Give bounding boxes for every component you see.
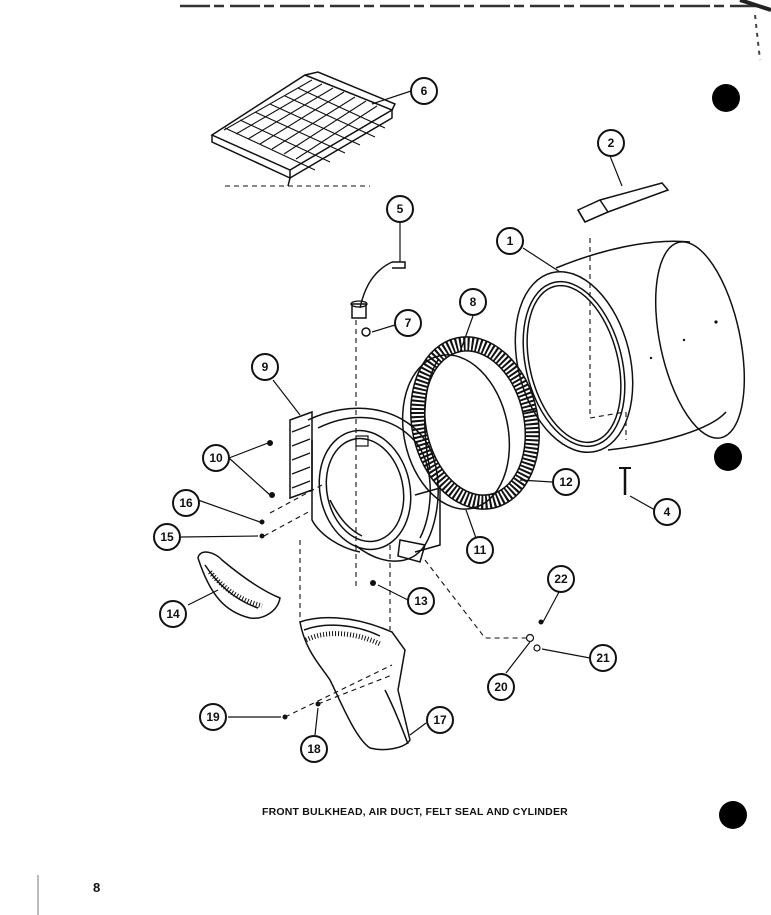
callout-6: 5 xyxy=(386,195,414,223)
callout-7: 7 xyxy=(394,309,422,337)
callout-label-20: 20 xyxy=(494,680,508,694)
callout-label-11: 11 xyxy=(474,543,487,557)
callout-1: 1 xyxy=(496,227,524,255)
part-screw-4 xyxy=(619,467,631,495)
part-seal-ring xyxy=(401,354,511,510)
callout-label-17: 17 xyxy=(433,713,447,727)
part-cylinder-drum xyxy=(514,238,746,454)
part-felt-seal xyxy=(410,336,540,510)
callout-10: 8 xyxy=(459,288,487,316)
callout-4: 4 xyxy=(653,498,681,526)
callout-label-7: 7 xyxy=(405,316,412,330)
callout-label-10: 8 xyxy=(470,295,477,309)
part-sensor-wire xyxy=(350,261,406,590)
callout-14: 14 xyxy=(159,600,187,628)
callout-17: 17 xyxy=(426,706,454,734)
small-fasteners xyxy=(259,440,544,720)
callout-9: 10 xyxy=(202,444,230,472)
part-lint-cover xyxy=(197,551,281,619)
callout-13: 13 xyxy=(407,587,435,615)
callout-19: 19 xyxy=(199,703,227,731)
callout-label-4: 4 xyxy=(664,505,671,519)
callout-label-18: 18 xyxy=(307,742,321,756)
callout-11: 11 xyxy=(466,536,494,564)
punch-hole-bottom xyxy=(719,801,747,829)
leader-lines xyxy=(180,90,656,736)
callout-label-21: 21 xyxy=(596,651,610,665)
callout-12: 12 xyxy=(552,468,580,496)
punch-hole-top xyxy=(712,84,740,112)
part-baffle xyxy=(576,182,670,223)
callout-label-5: 6 xyxy=(421,84,428,98)
callout-label-19: 19 xyxy=(206,710,220,724)
callout-label-2: 2 xyxy=(608,136,615,150)
part-air-duct xyxy=(299,616,411,751)
callout-15: 15 xyxy=(153,523,181,551)
callout-20: 20 xyxy=(487,673,515,701)
callout-2: 2 xyxy=(597,129,625,157)
callout-21: 21 xyxy=(589,644,617,672)
part-drying-rack xyxy=(210,71,397,187)
callout-label-8: 9 xyxy=(262,360,269,374)
callout-8: 9 xyxy=(251,353,279,381)
punch-hole-middle xyxy=(714,443,742,471)
callout-label-1: 1 xyxy=(507,234,514,248)
assembly-dashed-lines xyxy=(263,484,530,718)
callout-label-14: 14 xyxy=(166,607,180,621)
callout-label-12: 12 xyxy=(559,475,573,489)
callout-label-16: 16 xyxy=(179,496,193,510)
page-number: 8 xyxy=(93,880,101,895)
callout-label-13: 13 xyxy=(414,594,428,608)
callout-label-9: 10 xyxy=(209,451,223,465)
callout-5: 6 xyxy=(410,77,438,105)
diagram-caption: FRONT BULKHEAD, AIR DUCT, FELT SEAL AND … xyxy=(262,806,568,818)
callout-22: 22 xyxy=(547,565,575,593)
part-front-bulkhead xyxy=(289,407,441,563)
callout-label-15: 15 xyxy=(160,530,174,544)
callout-label-22: 22 xyxy=(554,572,568,586)
callout-label-6: 5 xyxy=(397,202,404,216)
callout-18: 18 xyxy=(300,735,328,763)
scan-edge-marks xyxy=(180,0,771,61)
callout-16: 16 xyxy=(172,489,200,517)
